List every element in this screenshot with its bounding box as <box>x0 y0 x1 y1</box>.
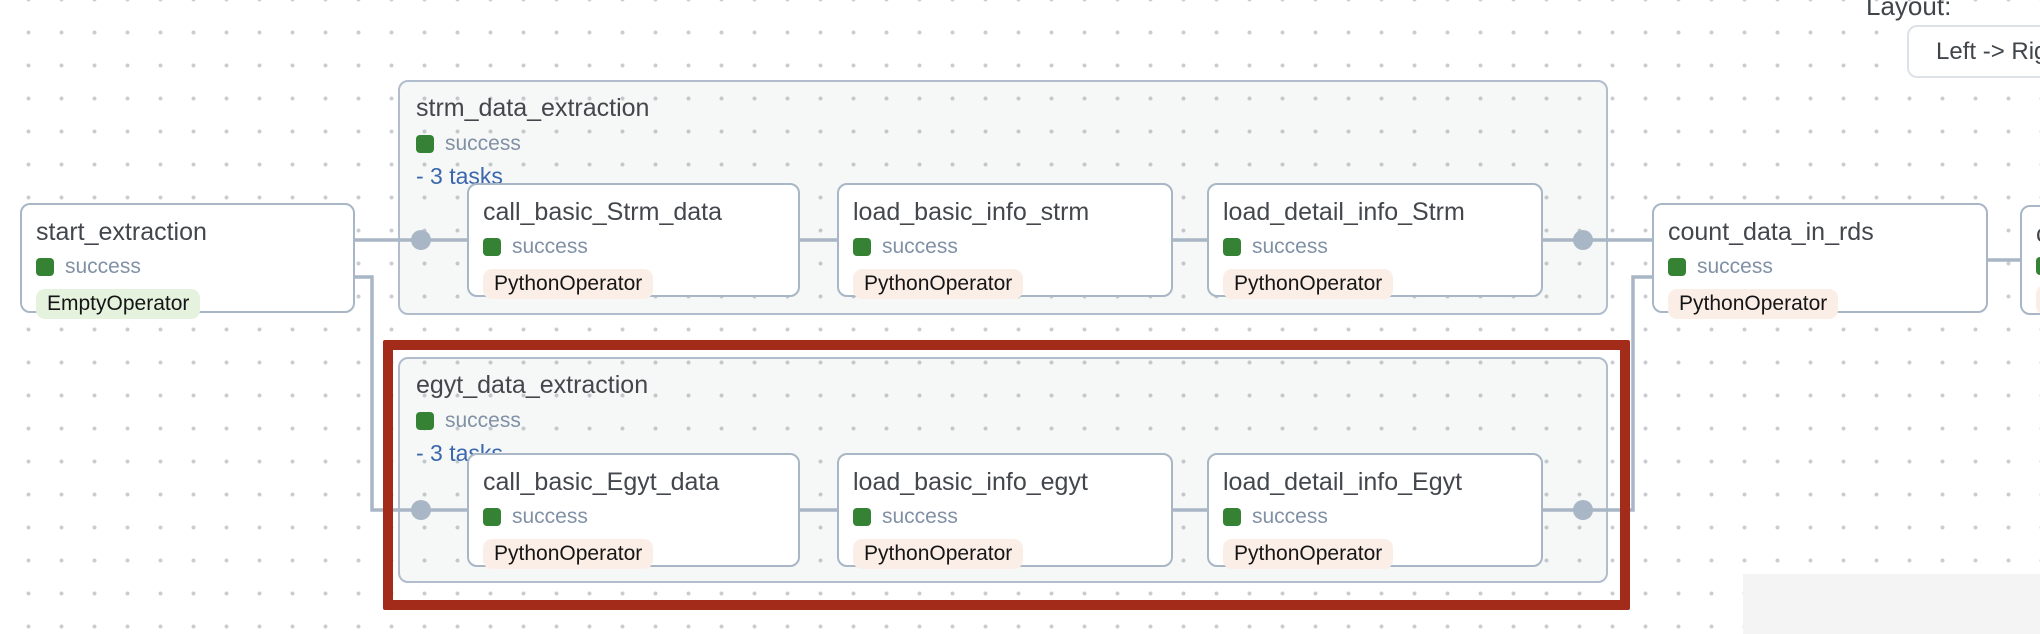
task-status-row: success <box>1223 235 1527 259</box>
task-node-call-basic-egyt-data[interactable]: call_basic_Egyt_data success PythonOpera… <box>467 453 800 569</box>
task-title: load_detail_info_Egyt <box>1223 468 1463 496</box>
task-status-row: success <box>483 235 784 259</box>
task-node-clipped-right[interactable]: c P <box>2020 205 2040 315</box>
operator-badge: PythonOperator <box>853 539 1024 569</box>
task-title: load_basic_info_egyt <box>853 468 1088 496</box>
task-title: count_data_in_rds <box>1668 218 1874 246</box>
success-status-icon <box>483 508 501 526</box>
task-node-load-basic-info-egyt[interactable]: load_basic_info_egyt success PythonOpera… <box>837 453 1173 569</box>
group-entry-port-strm <box>411 230 431 250</box>
task-status-label: success <box>65 255 141 278</box>
task-status-label: success <box>512 235 588 258</box>
task-status-row: success <box>1223 505 1527 529</box>
task-title: load_detail_info_Strm <box>1223 198 1465 226</box>
task-status-row <box>2036 257 2040 275</box>
task-status-label: success <box>882 235 958 258</box>
task-status-label: success <box>512 505 588 528</box>
task-title: load_basic_info_strm <box>853 198 1090 226</box>
task-status-row: success <box>853 505 1157 529</box>
group-status-label: success <box>445 132 521 155</box>
operator-badge: P <box>2036 285 2040 315</box>
task-node-call-basic-strm-data[interactable]: call_basic_Strm_data success PythonOpera… <box>467 183 800 299</box>
success-status-icon <box>2036 257 2040 275</box>
task-node-count-data-in-rds[interactable]: count_data_in_rds success PythonOperator <box>1652 203 1988 319</box>
task-title: c <box>2036 220 2040 249</box>
group-title: egyt_data_extraction <box>416 371 649 399</box>
operator-badge: PythonOperator <box>483 539 654 569</box>
task-title: call_basic_Strm_data <box>483 198 723 226</box>
task-status-row: success <box>36 255 339 279</box>
group-entry-port-egyt <box>411 500 431 520</box>
success-status-icon <box>853 508 871 526</box>
task-title: start_extraction <box>36 218 207 246</box>
success-status-icon <box>483 238 501 256</box>
operator-badge: PythonOperator <box>1668 289 1839 319</box>
group-exit-port-strm <box>1573 230 1593 250</box>
success-status-icon <box>1668 258 1686 276</box>
success-status-icon <box>416 135 434 153</box>
operator-badge: EmptyOperator <box>36 289 201 319</box>
minimap-panel <box>1743 574 2040 634</box>
task-status-label: success <box>1252 235 1328 258</box>
task-node-load-detail-info-egyt[interactable]: load_detail_info_Egyt success PythonOper… <box>1207 453 1543 569</box>
task-status-row: success <box>1668 255 1972 279</box>
task-status-label: success <box>1252 505 1328 528</box>
group-status-label: success <box>445 409 521 432</box>
selected-group-highlight <box>383 340 1630 610</box>
operator-badge: PythonOperator <box>853 269 1024 299</box>
layout-label: Layout: <box>1866 0 1952 21</box>
task-node-load-detail-info-strm[interactable]: load_detail_info_Strm success PythonOper… <box>1207 183 1543 299</box>
group-exit-port-egyt <box>1573 500 1593 520</box>
task-status-row: success <box>483 505 784 529</box>
task-status-label: success <box>882 505 958 528</box>
operator-badge: PythonOperator <box>1223 269 1394 299</box>
success-status-icon <box>1223 508 1241 526</box>
group-status-row: success <box>416 409 1590 433</box>
task-status-row: success <box>853 235 1157 259</box>
task-node-start-extraction[interactable]: start_extraction success EmptyOperator <box>20 203 355 319</box>
layout-direction-value: Left -> Right <box>1936 37 2040 65</box>
task-title: call_basic_Egyt_data <box>483 468 720 496</box>
task-node-load-basic-info-strm[interactable]: load_basic_info_strm success PythonOpera… <box>837 183 1173 299</box>
operator-badge: PythonOperator <box>1223 539 1394 569</box>
group-status-row: success <box>416 132 1590 156</box>
layout-direction-select[interactable]: Left -> Right <box>1907 25 2040 78</box>
success-status-icon <box>1223 238 1241 256</box>
operator-badge: PythonOperator <box>483 269 654 299</box>
task-status-label: success <box>1697 255 1773 278</box>
success-status-icon <box>853 238 871 256</box>
group-title: strm_data_extraction <box>416 94 650 122</box>
success-status-icon <box>36 258 54 276</box>
success-status-icon <box>416 412 434 430</box>
